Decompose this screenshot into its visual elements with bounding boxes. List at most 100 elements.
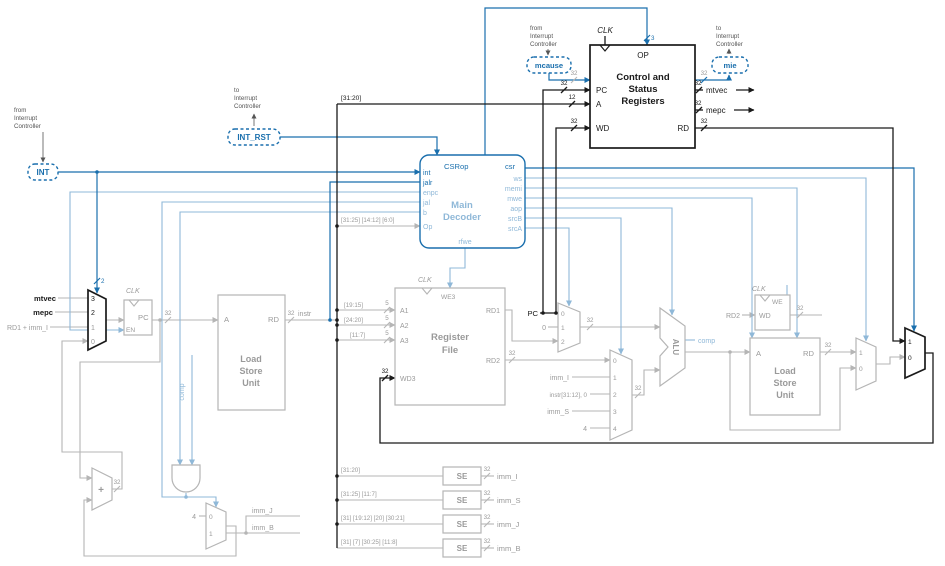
sign-extend-b — [442, 538, 482, 558]
svg-text:32: 32 — [165, 310, 172, 317]
brmux-port1: 1 — [209, 531, 213, 538]
wire-ws — [525, 177, 869, 342]
dec-csr: csr — [505, 162, 516, 171]
rf-we3: WE3 — [441, 294, 456, 301]
wire-csr-sel — [525, 167, 917, 332]
labels: from Interrupt Controller INT to Interru… — [7, 25, 912, 553]
csr-a-port: A — [596, 100, 602, 109]
wire-alu-bypass — [729, 352, 857, 431]
dec-jalr: jalr — [422, 180, 433, 187]
lsul-rd: RD — [268, 315, 279, 324]
note-line: Interrupt — [14, 115, 37, 122]
dec-jal: jal — [422, 200, 430, 207]
rf-a3: A3 — [400, 338, 409, 345]
width-tick-5: 5 — [383, 315, 391, 329]
bmux-port4: 4 — [613, 426, 617, 433]
width-tick-32: 32 — [695, 100, 703, 114]
svg-text:5: 5 — [385, 300, 389, 307]
csr-clock-wedge-icon — [599, 44, 611, 52]
svg-text:32: 32 — [701, 70, 708, 77]
gray-wires — [50, 223, 906, 557]
alu-label: ALU — [671, 339, 680, 356]
dec-srca: srcA — [508, 226, 522, 233]
rf-wd3: WD3 — [400, 376, 416, 383]
csr-title: Status — [628, 84, 657, 95]
wire-int-rst — [280, 136, 440, 156]
writeback-mux — [855, 337, 877, 391]
int-box — [27, 163, 59, 181]
mreg-we: WE — [772, 299, 783, 306]
note-line: Interrupt — [530, 33, 553, 40]
note-line: Controller — [530, 41, 557, 48]
svg-text:3: 3 — [651, 35, 655, 42]
lsur-rd: RD — [803, 349, 814, 358]
note-line: Interrupt — [234, 95, 257, 102]
bmux-imms-label: imm_S — [547, 409, 569, 416]
pcmux-port0: 0 — [91, 339, 95, 346]
rf-a1: A1 — [400, 308, 409, 315]
note-to-ic-intrst: to Interrupt Controller — [234, 87, 261, 110]
se-s-out: imm_S — [497, 496, 521, 505]
int-label: INT — [37, 168, 50, 177]
dec-b: b — [423, 210, 427, 217]
svg-text:32: 32 — [701, 118, 708, 125]
se-j-out: imm_J — [497, 520, 520, 529]
dec-enpc: enpc — [423, 190, 439, 197]
brmux-immj-label: imm_J — [252, 508, 273, 515]
pcmux-port1: 1 — [91, 325, 95, 332]
dec-op-bits: [31:25] [14:12] [6:0] — [341, 217, 395, 224]
rf-title: File — [442, 345, 458, 356]
bits-1915: [19:15] — [344, 302, 363, 309]
se-i-bits: [31:20] — [341, 467, 360, 474]
svg-text:32: 32 — [382, 368, 389, 375]
sign-extend-j — [442, 514, 482, 534]
csr-title: Registers — [621, 96, 664, 107]
instr-label: instr — [298, 311, 312, 318]
width-tick-32: 32 — [381, 368, 389, 382]
width-tick-32: 32 — [484, 514, 491, 528]
svg-text:32: 32 — [571, 70, 578, 77]
pcreg-en: EN — [126, 327, 135, 334]
junction-dots — [95, 170, 732, 535]
width-tick-32: 32 — [701, 70, 708, 84]
svg-text:32: 32 — [561, 80, 568, 87]
width-tick-32: 32 — [635, 385, 642, 399]
wire-brmux-to-adder — [83, 497, 237, 557]
wbmux-port0: 0 — [859, 366, 863, 373]
wire-csrop-to-op — [484, 7, 650, 155]
width-tick-32: 32 — [560, 80, 568, 94]
svg-text:32: 32 — [484, 538, 491, 545]
load-store-unit-right — [749, 337, 821, 416]
mreg-rd2-label: RD2 — [726, 313, 740, 320]
width-tick-32: 32 — [484, 538, 491, 552]
dec-ws: ws — [512, 176, 522, 183]
svg-text:2: 2 — [101, 278, 105, 285]
svg-text:32: 32 — [825, 342, 832, 349]
pcmux-port2: 2 — [91, 310, 95, 317]
svg-text:32: 32 — [695, 80, 702, 87]
dec-op: Op — [423, 224, 432, 231]
svg-text:32: 32 — [484, 514, 491, 521]
width-tick-32: 32 — [114, 479, 121, 493]
sign-extend-s — [442, 490, 482, 510]
wire-pc-to-csr — [542, 87, 591, 313]
width-tick-32: 32 — [288, 310, 295, 324]
csr-mtvec-out: mtvec — [706, 86, 727, 95]
se-i-label: SE — [457, 472, 468, 481]
bmux-four-label: 4 — [583, 426, 587, 433]
width-tick-32: 32 — [509, 350, 516, 364]
width-tick-12: 12 — [568, 94, 576, 108]
wire-rd-to-csrmux — [695, 127, 906, 344]
svg-text:32: 32 — [288, 310, 295, 317]
wire-mcause — [548, 73, 591, 83]
svg-text:5: 5 — [385, 315, 389, 322]
branch-and-gate — [171, 464, 201, 493]
brmux-immb-label: imm_B — [252, 525, 274, 532]
bits-3120: [31:20] — [341, 95, 361, 102]
width-tick-3: 3 — [643, 34, 655, 42]
width-ticks: 32 32 12 32 32 32 32 32 3 2 32 32 5 5 5 … — [93, 34, 832, 552]
brmux-four-label: 4 — [192, 514, 196, 521]
svg-text:32: 32 — [695, 100, 702, 107]
note-line: from — [14, 107, 26, 114]
